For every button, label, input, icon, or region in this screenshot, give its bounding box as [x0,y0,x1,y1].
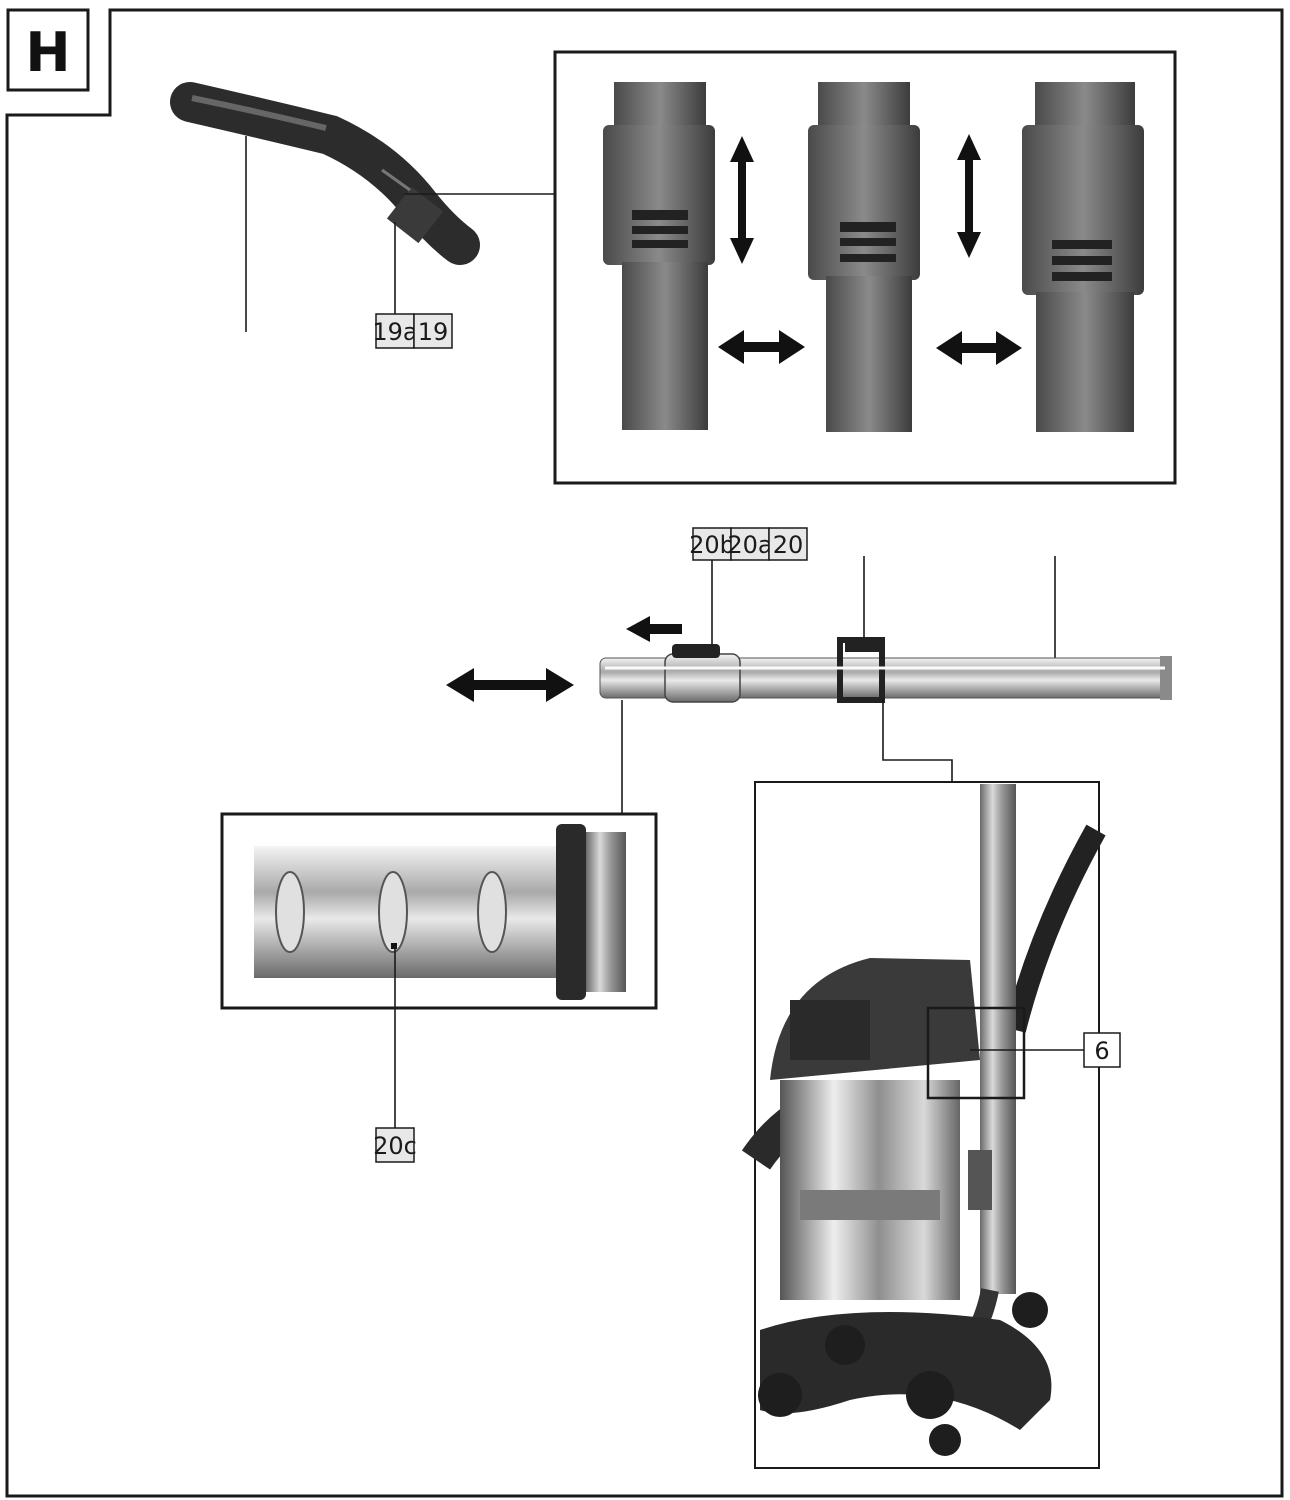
section-letter: H [25,21,70,84]
page-border [5,8,1284,1498]
tube-extend-arrow [446,668,574,702]
svg-text:20c: 20c [373,1132,417,1160]
callout-19a: 19a [372,313,418,349]
adapter-state-2 [808,82,920,432]
svg-text:6: 6 [1094,1037,1109,1065]
svg-text:19: 19 [418,318,449,346]
callout-20c: 20c [373,1127,417,1163]
callout-19: 19 [413,313,453,349]
adapter-state-1 [603,82,715,430]
callout-20: 20 [768,527,808,561]
vertical-arrow-2 [957,134,981,258]
hose-handle-image [170,82,480,265]
lock-slide-arrow [626,616,682,642]
tube-clip-detail-panel [220,812,658,1010]
svg-text:19a: 19a [372,318,417,346]
svg-text:20b: 20b [689,531,735,559]
horizontal-arrow-1 [718,330,805,364]
vertical-arrow-1 [730,136,754,264]
svg-text:20: 20 [773,531,804,559]
tube-clip-detail-image [254,824,626,1000]
callout-6: 6 [1083,1032,1121,1068]
callout-20a: 20a [727,527,773,561]
adapter-state-3 [1022,82,1144,432]
horizontal-arrow-2 [936,331,1022,365]
adapter-detail-panel [553,50,1177,485]
section-badge: H [6,8,90,92]
telescopic-tube-image [599,637,1172,703]
svg-text:20a: 20a [727,531,772,559]
holder-highlight-box [926,1006,1026,1100]
callout-20b: 20b [689,527,735,561]
